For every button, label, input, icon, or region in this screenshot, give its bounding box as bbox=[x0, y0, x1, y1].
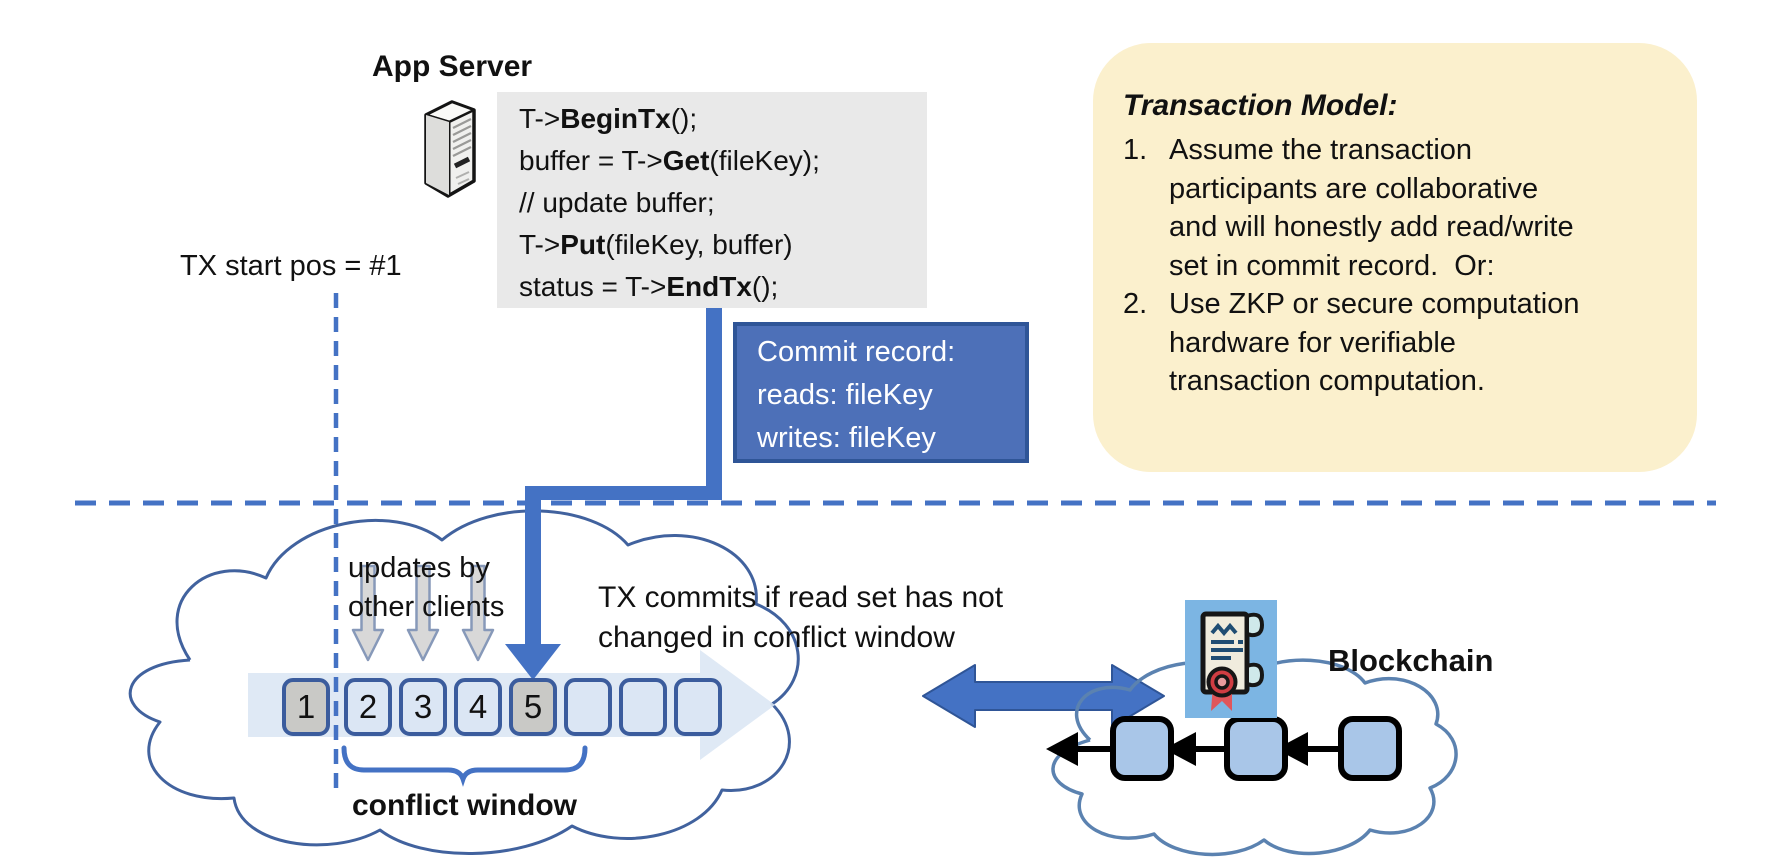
blockchain-label: Blockchain bbox=[1328, 643, 1494, 678]
timeline-block-8 bbox=[674, 678, 722, 736]
timeline-block-2: 2 bbox=[344, 678, 392, 736]
commit-record-reads: reads: fileKey bbox=[757, 379, 933, 411]
transaction-model-title: Transaction Model: bbox=[1123, 89, 1398, 122]
timeline-block-3: 3 bbox=[399, 678, 447, 736]
transaction-model-item-2: 2. Use ZKP or secure computation hardwar… bbox=[1123, 285, 1667, 401]
transaction-model-item-1: 1. Assume the transaction participants a… bbox=[1123, 131, 1667, 285]
timeline-block-1: 1 bbox=[282, 678, 330, 736]
chain-blocks bbox=[1110, 716, 1402, 781]
item-number: 1. bbox=[1123, 134, 1148, 166]
timeline-block-4: 4 bbox=[454, 678, 502, 736]
item-text: Assume the transaction participants are … bbox=[1169, 134, 1574, 282]
chain-arrowheads bbox=[1046, 732, 1308, 766]
conflict-window-label: conflict window bbox=[352, 789, 577, 822]
tx-start-pos-label: TX start pos = #1 bbox=[180, 250, 402, 282]
code-line: T->Put(fileKey, buffer) bbox=[519, 229, 793, 260]
chain-block bbox=[1224, 716, 1288, 781]
commit-record-box: Commit record: reads: fileKey writes: fi… bbox=[733, 322, 1029, 463]
commit-record-title: Commit record: bbox=[757, 336, 956, 368]
commit-record-writes: writes: fileKey bbox=[757, 422, 936, 454]
item-number: 2. bbox=[1123, 288, 1148, 320]
code-line: // update buffer; bbox=[519, 187, 715, 218]
item-text: Use ZKP or secure computation hardware f… bbox=[1169, 288, 1580, 397]
timeline-block-6 bbox=[564, 678, 612, 736]
update-arrow-icon bbox=[461, 564, 495, 662]
sync-double-arrow bbox=[922, 664, 1165, 728]
code-line: buffer = T->Get(fileKey); bbox=[519, 145, 820, 176]
update-arrows bbox=[351, 564, 495, 662]
chain bbox=[1046, 716, 1402, 781]
timeline-block-7 bbox=[619, 678, 667, 736]
tx-commits-note: TX commits if read set has not changed i… bbox=[598, 581, 1004, 654]
chain-block bbox=[1338, 716, 1402, 781]
update-arrow-icon bbox=[406, 564, 440, 662]
timeline-block-5: 5 bbox=[509, 678, 557, 736]
app-server-title: App Server bbox=[372, 50, 533, 83]
server-icon bbox=[413, 94, 487, 204]
transaction-model-box: Transaction Model: 1. Assume the transac… bbox=[1093, 43, 1697, 472]
update-arrow-icon bbox=[351, 564, 385, 662]
transaction-code-block: T->BeginTx(); buffer = T->Get(fileKey); … bbox=[497, 92, 927, 308]
blockchain-certificate-icon bbox=[1185, 600, 1277, 718]
commit-elbow-arrow bbox=[505, 305, 722, 680]
conflict-window-bracket bbox=[341, 745, 588, 787]
chain-block bbox=[1110, 716, 1174, 781]
updates-by-other-clients-label: updates by other clients bbox=[348, 552, 505, 623]
code-line: T->BeginTx(); bbox=[519, 103, 698, 134]
code-line: status = T->EndTx(); bbox=[519, 271, 779, 302]
ledger-cloud bbox=[128, 509, 800, 855]
